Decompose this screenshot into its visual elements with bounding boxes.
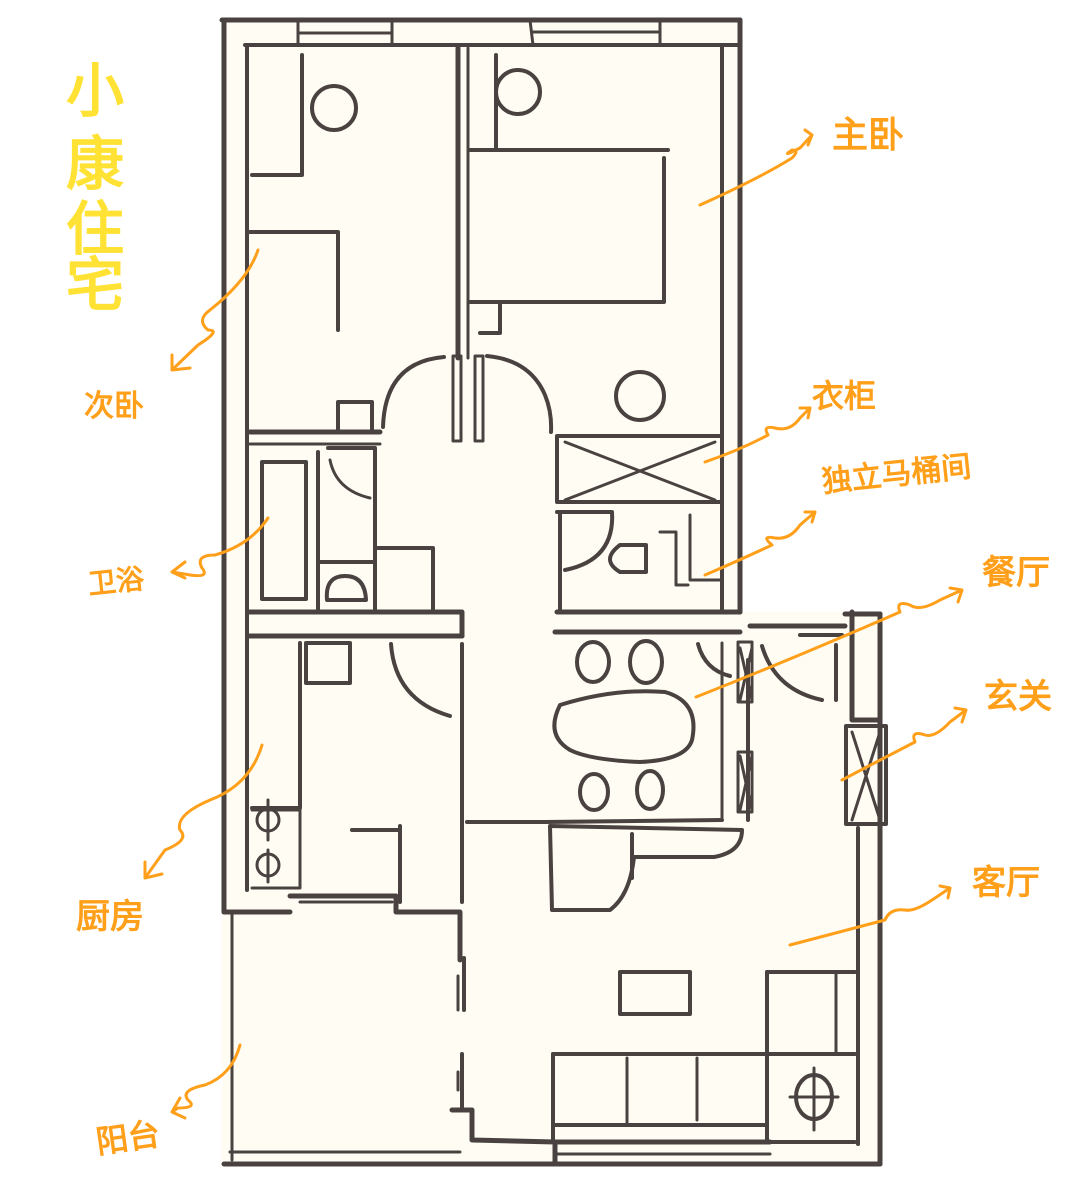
title-char-2: 康 [65, 130, 124, 198]
title-char-1: 小 [65, 57, 124, 125]
label-entrance: 玄关 [984, 677, 1052, 717]
bathroom [245, 429, 465, 639]
outer-walls [219, 17, 883, 1167]
label-balcony: 阳台 [93, 1114, 163, 1162]
label-bathroom: 卫浴 [86, 562, 146, 601]
leader-master-bedroom [698, 128, 814, 207]
label-dining-room: 餐厅 [982, 553, 1050, 593]
master-bedroom [468, 53, 670, 422]
leader-kitchen [143, 743, 264, 880]
toilet-room [554, 510, 743, 615]
kitchen [221, 641, 464, 963]
second-bedroom [248, 45, 470, 434]
balcony-door [449, 956, 558, 1167]
leader-bathroom [170, 516, 270, 580]
leader-entrance [840, 706, 968, 782]
title-char-3: 住 [65, 195, 124, 263]
entrance [736, 633, 888, 826]
title-char-4: 宅 [65, 251, 124, 319]
label-second-bedroom: 次卧 [84, 389, 144, 424]
leader-living-room [788, 884, 952, 947]
leader-toilet-room [703, 510, 817, 577]
leader-second-bedroom [170, 248, 260, 372]
label-master-bedroom: 主卧 [832, 115, 905, 156]
living-room [548, 824, 857, 1156]
leader-wardrobe [703, 406, 812, 464]
corridor-doors [381, 354, 554, 443]
annotation-leaders [143, 128, 968, 1120]
label-living-room: 客厅 [972, 863, 1040, 903]
plan-paper [222, 18, 880, 1166]
leader-balcony [170, 1043, 242, 1120]
label-kitchen: 厨房 [76, 897, 144, 937]
leader-dining-room [694, 586, 964, 699]
label-wardrobe: 衣柜 [812, 377, 877, 415]
wardrobe [555, 434, 724, 504]
